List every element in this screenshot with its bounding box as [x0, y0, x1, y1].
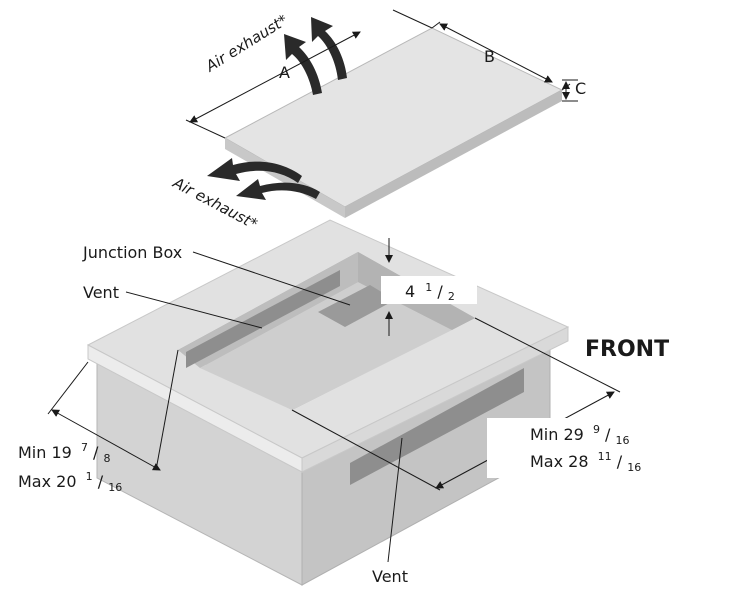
countertop-side-edge	[301, 326, 569, 473]
air-exhaust-top-label: Air exhaust*	[202, 11, 292, 76]
dimension-a-line	[189, 31, 361, 123]
junction-box	[318, 285, 395, 327]
exhaust-arrow-icon	[236, 179, 320, 200]
air-exhaust-left-label: Air exhaust*	[169, 173, 261, 233]
depth-dimension-label: 4 1 / 2	[405, 276, 455, 303]
vent-left-label: Vent	[83, 283, 119, 302]
cabinet	[86, 219, 570, 586]
width-max-label: Max 20 1 / 16	[18, 465, 122, 494]
vent-bottom-label: Vent	[372, 567, 408, 586]
length-label-box	[487, 418, 627, 478]
front-label: FRONT	[585, 337, 669, 362]
leader-junction-box	[192, 251, 351, 306]
leader-vent-bottom	[387, 437, 403, 563]
exhaust-arrow-icon	[207, 158, 302, 183]
junction-box-label: Junction Box	[82, 243, 182, 262]
dimension-c-label: C	[575, 79, 586, 98]
width-min-label: Min 19 7 / 8	[18, 436, 111, 465]
vent-inner	[186, 270, 340, 368]
length-min-label: Min 29 9 / 16	[530, 418, 630, 447]
dimension-width-line	[51, 409, 161, 471]
length-max-label: Max 28 11 / 16	[530, 445, 641, 474]
leader-vent-left	[125, 291, 263, 329]
dimension-a-label: A	[279, 63, 290, 82]
cooktop-side-edge	[345, 90, 562, 218]
depth-label-box	[381, 276, 477, 304]
dimension-b-line	[439, 23, 553, 83]
dimension-b-label: B	[484, 47, 495, 66]
air-exhaust-arrows-left	[207, 158, 320, 200]
